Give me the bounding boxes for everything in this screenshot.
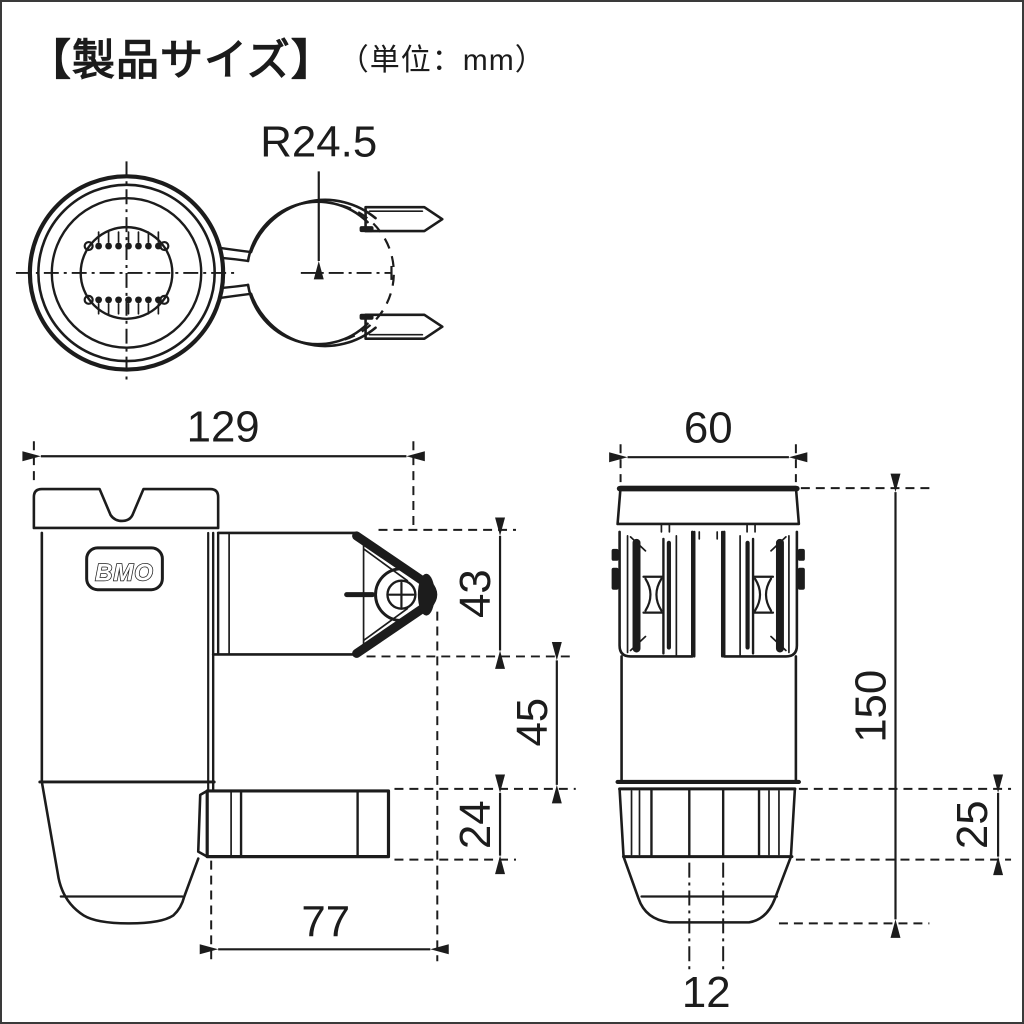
- side-center-post: [693, 530, 724, 658]
- dim-25: 25: [948, 800, 997, 849]
- side-clips: [611, 548, 805, 590]
- title-main: 【製品サイズ】: [28, 37, 335, 85]
- cup-rings: [27, 174, 226, 372]
- side-dim-total-height: 150: [778, 473, 930, 938]
- dim-12: 12: [682, 968, 731, 1017]
- front-dim-band-width: 77: [199, 897, 449, 955]
- page-title: 【製品サイズ】 （単位：mm）: [28, 26, 546, 88]
- side-dim-slot: 12: [682, 862, 731, 1017]
- clamp-bracket: [344, 531, 438, 658]
- clamp-arm: [211, 531, 358, 656]
- dim-43: 43: [451, 569, 500, 618]
- radius-dimension: R24.5: [260, 117, 377, 280]
- side-dim-width: 60: [609, 403, 808, 483]
- side-mid-body: [615, 655, 801, 785]
- bolt-cross-icon: [388, 581, 415, 608]
- front-dim-extensions: [210, 528, 576, 962]
- dim-150: 150: [847, 670, 896, 743]
- front-view: BMO: [22, 402, 576, 962]
- side-dim-lower-band: 25: [795, 774, 1012, 876]
- title-unit: （単位：mm）: [338, 44, 546, 77]
- spline-teeth-bottom: [83, 294, 170, 315]
- side-channel-right: [722, 530, 799, 658]
- pipe-circle-dashed: [300, 204, 395, 342]
- side-view: 60 150 25 12: [609, 403, 1012, 1017]
- front-dim-band-height: 24: [451, 774, 506, 875]
- top-view: R24.5: [15, 117, 444, 385]
- front-dim-gap: 45: [508, 641, 562, 804]
- front-dim-width: 129: [22, 402, 425, 531]
- clamp-band: [246, 198, 377, 348]
- dim-24: 24: [451, 800, 500, 849]
- clamp-bolt-bottom: [359, 313, 444, 340]
- side-cap: [616, 485, 801, 533]
- logo-badge: BMO: [85, 546, 164, 592]
- clamp-bolt-top: [359, 205, 444, 233]
- front-lower-band: [196, 789, 391, 859]
- radius-label: R24.5: [260, 117, 377, 166]
- dim-45: 45: [508, 698, 557, 747]
- dim-77: 77: [301, 897, 350, 946]
- front-dim-arm-height: 43: [451, 517, 506, 669]
- side-bottom-taper: [622, 855, 793, 924]
- dim-60: 60: [684, 403, 733, 452]
- side-channel-left: [618, 530, 694, 658]
- dim-129: 129: [187, 402, 260, 451]
- front-body-outline: [32, 487, 220, 925]
- side-lower-band: [618, 787, 797, 859]
- spline-teeth-top: [83, 231, 170, 252]
- logo-text: BMO: [95, 560, 154, 587]
- top-view-centerlines: [15, 161, 240, 385]
